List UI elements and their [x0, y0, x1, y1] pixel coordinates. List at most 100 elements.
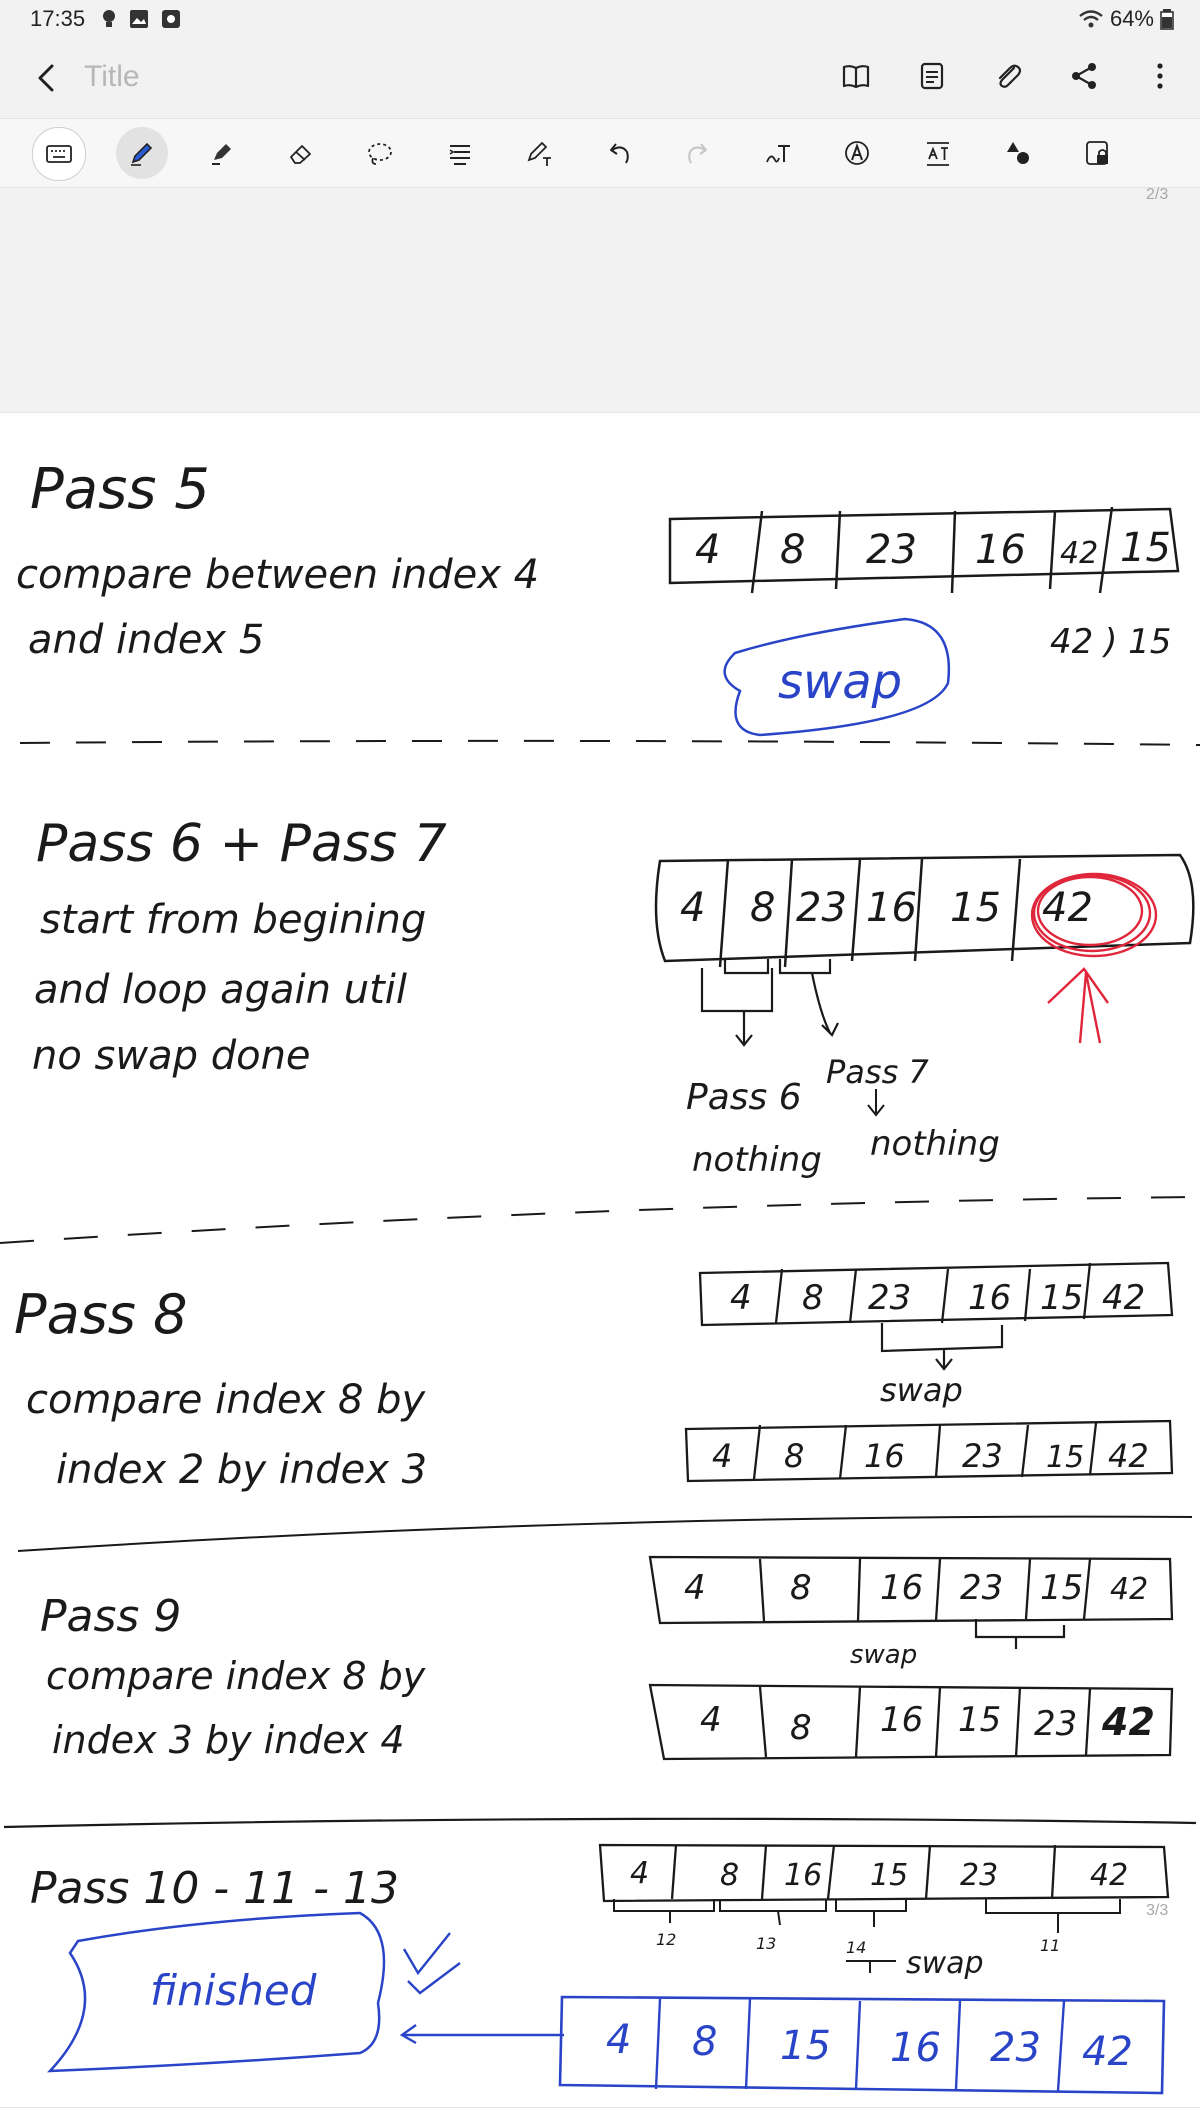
- shapes-icon: [1007, 142, 1029, 164]
- share-button[interactable]: [1066, 58, 1102, 94]
- paperclip-icon: [998, 64, 1022, 88]
- section-divider: [0, 1196, 1200, 1244]
- pass9-before-cell: 16: [880, 1568, 923, 1608]
- pass8-before-cell: 8: [802, 1278, 824, 1318]
- pass10-13-array-frame: [598, 1843, 1170, 1903]
- highlighter-tool-button[interactable]: [196, 127, 248, 179]
- pass5-swap-bubble: [723, 617, 951, 737]
- pass6-7-heading: Pass 6 + Pass 7: [36, 814, 447, 874]
- pen-icon: [131, 142, 153, 166]
- pass5-heading: Pass 5: [30, 457, 210, 522]
- eraser-tool-button[interactable]: [275, 127, 327, 179]
- pass9-swap-label: swap: [850, 1640, 917, 1670]
- pass6-7-array-dividers: [718, 858, 1022, 968]
- pass10-13-sub-label: 11: [1040, 1936, 1060, 1955]
- pass8-after-cell: 16: [864, 1437, 905, 1475]
- pass10-13-before-cell: 8: [720, 1858, 739, 1893]
- shapes-button[interactable]: [992, 127, 1044, 179]
- pass8-heading: Pass 8: [14, 1283, 187, 1346]
- keyboard-mode-button[interactable]: [32, 127, 86, 181]
- pass10-13-swap-label: swap: [906, 1946, 984, 1981]
- book-icon: [842, 65, 870, 89]
- pass5-array-frame: [668, 507, 1180, 585]
- handwriting-convert-button[interactable]: [752, 127, 804, 179]
- pass6-7-array-frame: [654, 853, 1195, 963]
- pass10-13-sub-label: 14: [846, 1938, 866, 1957]
- pass8-array-before-dividers: [774, 1262, 1092, 1324]
- section-divider: [17, 1515, 1193, 1552]
- pass9-after-cell: 8: [790, 1708, 812, 1748]
- final-array-cell: 16: [890, 2025, 941, 2071]
- final-array-cell: 8: [692, 2019, 717, 2065]
- lasso-tool-button[interactable]: [354, 127, 406, 179]
- pass9-after-cell: 4: [700, 1700, 722, 1740]
- final-array-cell: 15: [780, 2023, 831, 2069]
- pen-tool-button[interactable]: [116, 127, 168, 179]
- wifi-icon: [1079, 10, 1103, 28]
- pass8-before-cell: 4: [730, 1278, 752, 1318]
- back-arrow-icon[interactable]: [28, 58, 68, 98]
- pass6-7-array-cell: 4: [680, 885, 705, 931]
- status-time: 17:35: [30, 6, 86, 31]
- pass5-line-1: compare between index 4: [16, 552, 539, 598]
- pass8-before-cell: 23: [868, 1278, 911, 1318]
- pass8-after-cell: 42: [1108, 1437, 1149, 1475]
- pen-text-tool-button[interactable]: [513, 127, 565, 179]
- pass9-array-before-dividers: [758, 1558, 1092, 1622]
- keyboard-icon: [46, 145, 72, 163]
- pass6-7-line-3: no swap done: [32, 1033, 311, 1079]
- text-box-button[interactable]: [912, 127, 964, 179]
- pass6-7-compare-brackets: [700, 959, 839, 1047]
- pass9-after-cell: 42: [1101, 1700, 1155, 1744]
- note-canvas[interactable]: 2/3 Pass 5 compare between index 4 and i…: [0, 186, 1200, 2108]
- previous-page-number: 2/3: [1146, 186, 1169, 203]
- pass8-after-cell: 23: [962, 1437, 1003, 1475]
- title-field[interactable]: Title: [84, 60, 140, 93]
- pass9-array-before-frame: [648, 1555, 1174, 1625]
- pass6-7-array-cell: 8: [750, 885, 775, 931]
- lasso-icon: [368, 143, 392, 165]
- pass10-13-before-cell: 23: [960, 1858, 998, 1893]
- note-page[interactable]: Pass 5 compare between index 4 and index…: [0, 412, 1200, 2108]
- pass6-label: Pass 6: [686, 1077, 802, 1118]
- pass10-13-array-dividers: [670, 1844, 1057, 1900]
- pass8-array-before-frame: [698, 1261, 1174, 1327]
- pass10-13-compare-brackets: [613, 1899, 1121, 1973]
- redo-button[interactable]: [672, 127, 724, 179]
- final-array-cell: 4: [606, 2017, 631, 2063]
- battery-icon: [1160, 9, 1174, 30]
- pass9-after-cell: 23: [1034, 1704, 1077, 1744]
- status-right: 64%: [1078, 6, 1174, 32]
- pass9-array-after-dividers: [758, 1686, 1092, 1758]
- read-only-toggle[interactable]: [1072, 127, 1124, 179]
- blue-arrow-to-finished: [399, 2024, 564, 2045]
- section-divider: [3, 1817, 1197, 1829]
- current-page-number: 3/3: [1146, 1902, 1169, 1919]
- pass9-line-2: index 3 by index 4: [52, 1718, 405, 1762]
- red-highlight-circle: [1030, 872, 1158, 958]
- undo-icon: [610, 143, 629, 164]
- pass9-before-cell: 23: [960, 1568, 1003, 1608]
- text-style-button[interactable]: [831, 127, 883, 179]
- attach-button[interactable]: [990, 58, 1026, 94]
- pass5-line-2: and index 5: [28, 617, 264, 663]
- drawing-toolbar: [0, 118, 1200, 188]
- undo-button[interactable]: [593, 127, 645, 179]
- page-layout-button[interactable]: [914, 58, 950, 94]
- text-align-tool-button[interactable]: [434, 127, 486, 179]
- status-bar: 17:35 64%: [0, 0, 1200, 40]
- red-arrow: [1047, 967, 1109, 1044]
- pass9-array-after-frame: [648, 1683, 1174, 1761]
- pass9-before-cell: 4: [684, 1568, 706, 1608]
- pass5-array-cell: 42: [1060, 536, 1098, 571]
- redo-icon: [688, 143, 707, 164]
- pass6-7-line-1: start from begining: [40, 897, 426, 943]
- more-options-button[interactable]: [1142, 58, 1178, 94]
- pass9-line-1: compare index 8 by: [46, 1654, 426, 1698]
- pass8-array-after-dividers: [752, 1422, 1098, 1480]
- pass8-after-cell: 4: [712, 1437, 732, 1475]
- final-array-cell: 42: [1082, 2029, 1133, 2075]
- book-view-button[interactable]: [838, 58, 874, 94]
- pass8-before-cell: 42: [1102, 1278, 1145, 1318]
- eraser-icon: [290, 145, 311, 164]
